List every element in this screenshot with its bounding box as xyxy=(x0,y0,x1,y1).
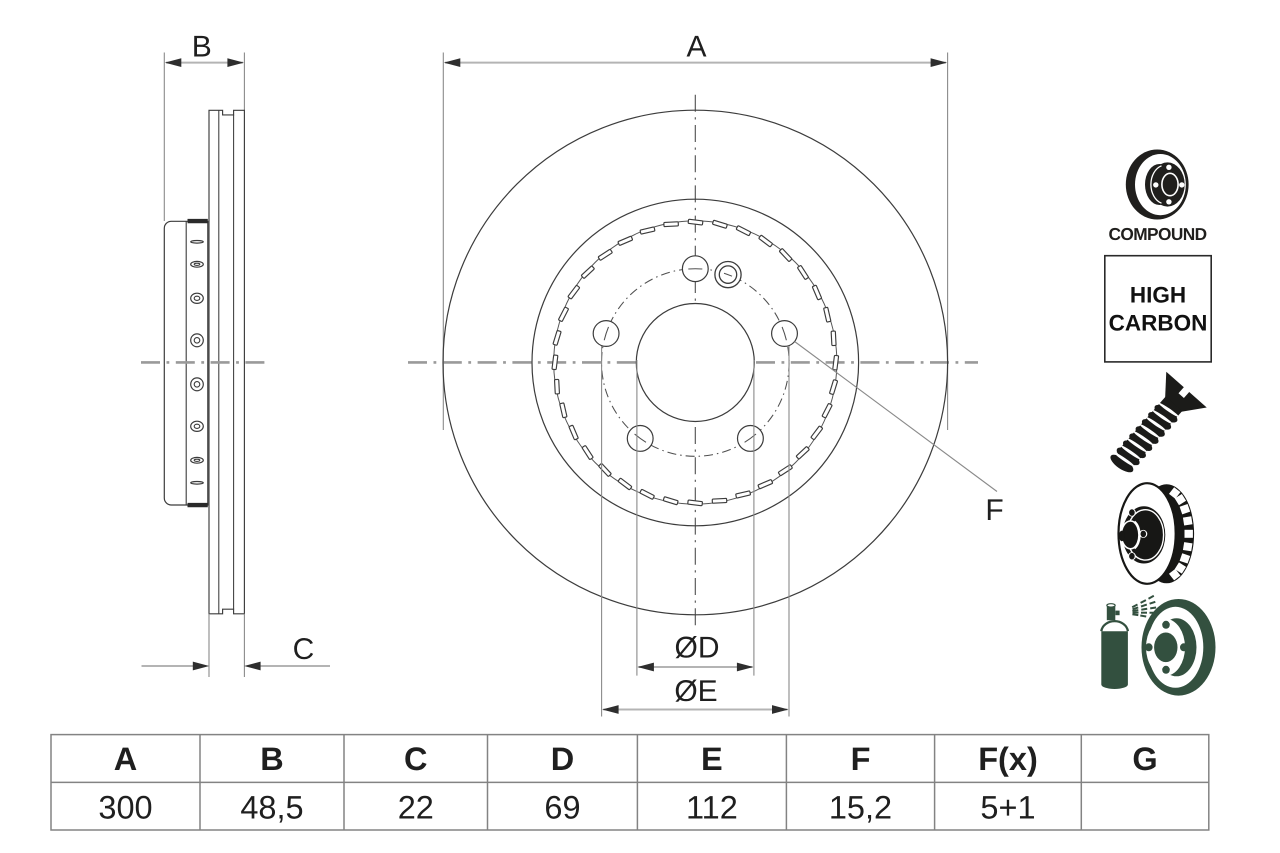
svg-text:F: F xyxy=(985,494,1003,527)
svg-text:B: B xyxy=(260,741,283,777)
svg-text:5+1: 5+1 xyxy=(980,790,1035,826)
svg-text:A: A xyxy=(114,741,137,777)
svg-text:G: G xyxy=(1132,741,1157,777)
svg-text:HIGH: HIGH xyxy=(1130,282,1186,307)
svg-text:CARBON: CARBON xyxy=(1109,310,1208,335)
svg-text:D: D xyxy=(551,741,574,777)
svg-text:48,5: 48,5 xyxy=(240,790,303,826)
svg-text:22: 22 xyxy=(398,790,434,826)
svg-text:F(x): F(x) xyxy=(978,741,1038,777)
svg-text:B: B xyxy=(192,31,212,64)
svg-text:300: 300 xyxy=(98,790,152,826)
svg-text:C: C xyxy=(293,633,315,666)
svg-text:C: C xyxy=(404,741,427,777)
svg-text:ØD: ØD xyxy=(675,632,720,665)
svg-text:69: 69 xyxy=(544,790,580,826)
svg-text:A: A xyxy=(686,31,706,64)
svg-text:15,2: 15,2 xyxy=(829,790,892,826)
svg-text:112: 112 xyxy=(686,790,738,826)
svg-text:E: E xyxy=(701,741,723,777)
svg-text:F: F xyxy=(851,741,871,777)
svg-text:COMPOUND: COMPOUND xyxy=(1109,224,1207,244)
svg-text:ØE: ØE xyxy=(674,675,717,708)
